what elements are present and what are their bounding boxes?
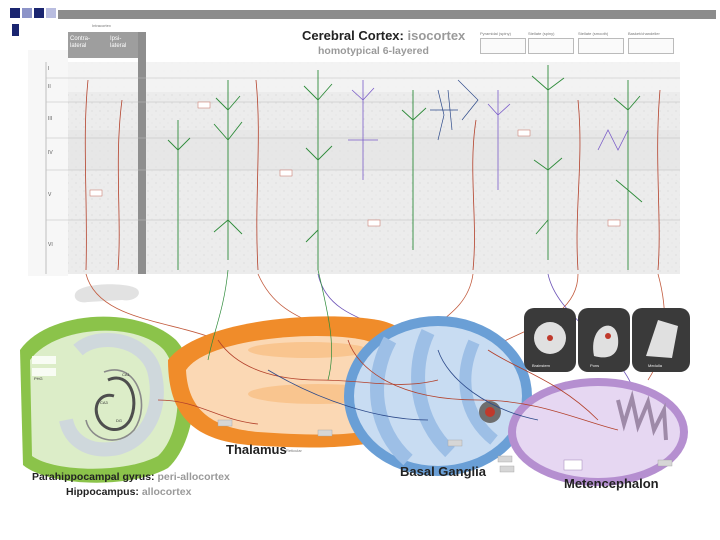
basal-ganglia-label: Basal Ganglia	[400, 464, 486, 479]
hippocampus-caption: Hippocampus: allocortex	[66, 486, 191, 498]
corner-square-3	[34, 8, 44, 18]
intracortex-label: Intracortex	[92, 23, 111, 28]
legend-item: Stellate (smooth)	[578, 31, 608, 36]
legend-box	[628, 38, 674, 54]
corner-square-4	[46, 8, 56, 18]
diagram-artwork	[18, 20, 690, 498]
title-bar	[58, 10, 716, 19]
brainstem-label: Brainstem	[532, 363, 550, 368]
layer-label: II	[48, 84, 51, 90]
thalamus-note: Reticular	[286, 448, 302, 453]
corner-square-2	[22, 8, 32, 18]
metencephalon-region	[508, 378, 688, 486]
layer-label: V	[48, 192, 51, 198]
parahippocampal-rest: peri-allocortex	[155, 471, 230, 483]
hippocampus-rest: allocortex	[139, 486, 192, 498]
thalamus-label: Thalamus	[226, 442, 287, 457]
ipsilateral-label: Ipsi-lateral	[110, 36, 136, 50]
legend-box	[480, 38, 526, 54]
cortex-title: Cerebral Cortex: isocortex	[302, 28, 465, 43]
parahippocampal-caption: Parahippocampal gyrus: peri-allocortex	[32, 471, 230, 483]
legend-item: Stellate (spiny)	[528, 31, 554, 36]
hippocampus-inner-label: CA3	[100, 400, 108, 405]
hippocampus-inner-label: PHG	[34, 376, 43, 381]
neural-circuit-diagram: I II III IV V VI Intracortex Contra-late…	[18, 20, 690, 498]
legend-item: Basket/chandelier	[628, 31, 660, 36]
legend-item: Pyramidal (spiny)	[480, 31, 511, 36]
hippocampus-inner-label: CA1	[122, 372, 130, 377]
corner-square-1	[10, 8, 20, 18]
cortex-subtitle: homotypical 6-layered	[318, 45, 429, 57]
layer-label: VI	[48, 242, 53, 248]
contralateral-label: Contra-lateral	[70, 36, 106, 50]
layer-label: IV	[48, 150, 53, 156]
hippocampus-bold: Hippocampus:	[66, 486, 139, 498]
layer-label: I	[48, 66, 49, 72]
basal-ganglia-region	[344, 316, 532, 476]
white-matter-tab	[75, 284, 139, 302]
layer-label: III	[48, 116, 52, 122]
legend-box	[578, 38, 624, 54]
legend-box	[528, 38, 574, 54]
cortex-title-bold: Cerebral Cortex:	[302, 28, 404, 43]
metencephalon-label: Metencephalon	[564, 476, 659, 491]
parahippocampal-bold: Parahippocampal gyrus:	[32, 471, 155, 483]
hippocampus-inner-label: DG	[116, 418, 122, 423]
brainstem-label: Pons	[590, 363, 599, 368]
cortex-title-rest: isocortex	[404, 28, 465, 43]
brainstem-label: Medulla	[648, 363, 662, 368]
